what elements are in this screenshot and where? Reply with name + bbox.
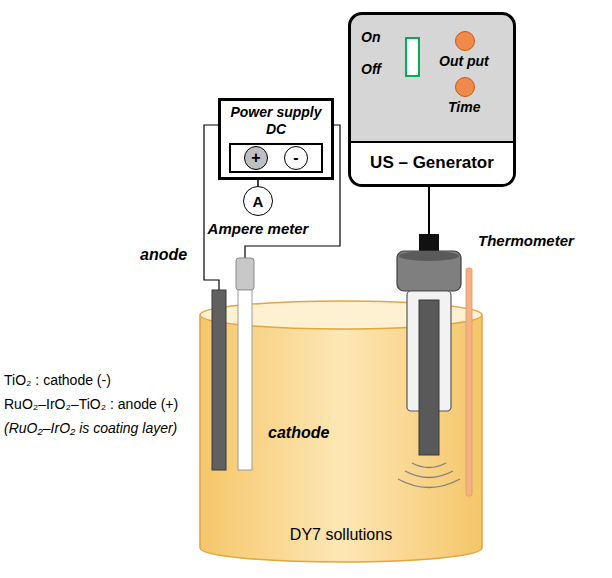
terminal-minus: - [284, 146, 308, 170]
knob-label: Out put [439, 53, 489, 69]
terminal-sign: + [251, 150, 260, 166]
generator-box: OnOff Out putTime US – Generator [348, 12, 516, 187]
switch-label: Off [361, 61, 381, 77]
timer-knob [455, 77, 475, 97]
generator-cable [428, 187, 430, 235]
part-label: Thermometer [478, 232, 574, 249]
switch-label: On [361, 29, 380, 45]
device-title: US – Generator [351, 153, 513, 173]
knob-label: Time [448, 99, 480, 115]
cable-connector [419, 234, 439, 251]
meter-label: Ampere meter [198, 220, 318, 237]
part-label: cathode [268, 424, 329, 442]
note: RuO₂–IrO₂–TiO₂ : anode (+) [4, 396, 178, 412]
horn-cap-top [399, 251, 459, 261]
anode-electrode [238, 290, 252, 470]
ampere-meter: AAmpere meter [243, 186, 273, 216]
electrode-cap [236, 258, 254, 290]
output-knob [455, 31, 475, 51]
cathode-electrode [212, 290, 226, 470]
power-switch [405, 37, 420, 77]
terminal-plus: + [244, 146, 268, 170]
note: (RuO₂–IrO₂ is coating layer) [4, 420, 177, 436]
ultrasound-wave [398, 479, 460, 488]
device-title: Power supply DC [227, 104, 325, 138]
ultrasound-wave [412, 463, 446, 468]
solution-label: DY7 sollutions [241, 526, 441, 544]
note: TiO₂ : cathode (-) [4, 372, 111, 388]
ultrasonic-probe [419, 300, 439, 455]
ultrasound-wave [405, 471, 453, 478]
part-label: anode [140, 246, 187, 264]
terminal-sign: - [293, 150, 298, 166]
thermometer-rod [466, 268, 472, 496]
power-supply-box: Power supply DC + - [218, 98, 334, 180]
meter-symbol: A [253, 194, 264, 209]
horn-cap [397, 251, 461, 291]
wire [204, 125, 219, 290]
